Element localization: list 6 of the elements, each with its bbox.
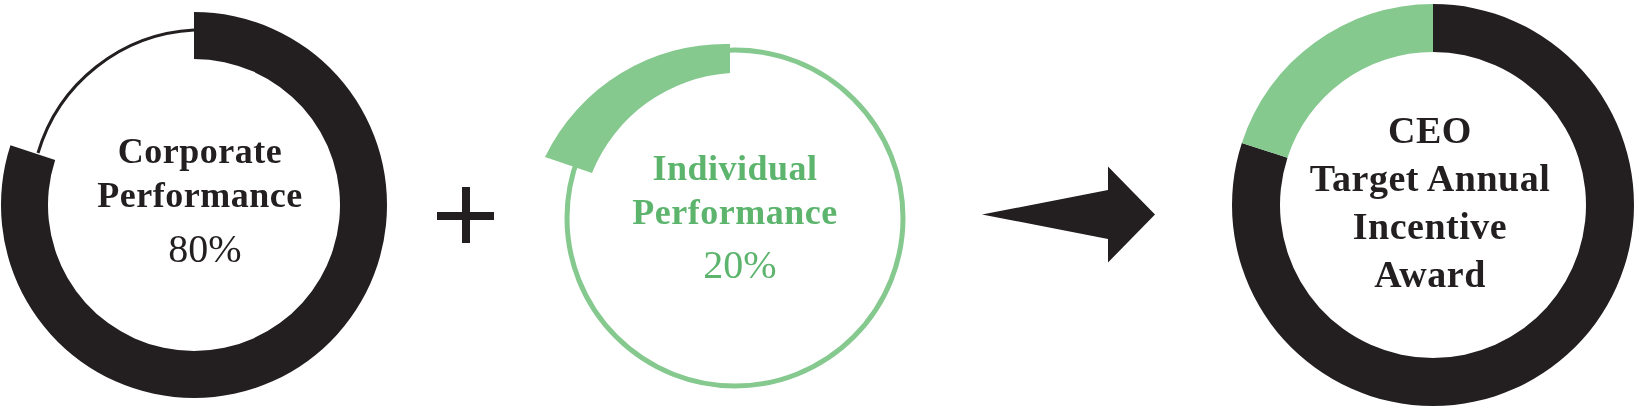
arrow [982, 166, 1155, 263]
percent-label: 80% [168, 225, 242, 272]
percent-label: 20% [703, 241, 777, 288]
ring-label: Individual Performance [632, 147, 838, 234]
ring-label: CEO Target Annual Incentive Award [1309, 108, 1551, 297]
ring-label: Corporate Performance [97, 130, 303, 217]
